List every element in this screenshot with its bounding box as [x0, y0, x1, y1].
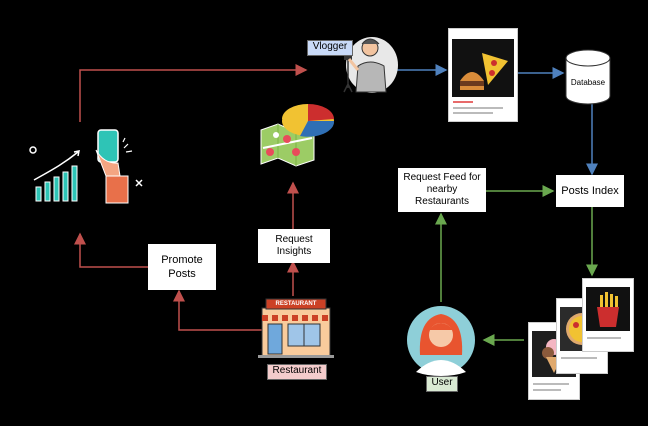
arrow-restaurant-to-promote — [173, 289, 262, 331]
like-bar — [453, 101, 473, 103]
analytics-icon — [29, 129, 143, 204]
vlogger-post-card — [448, 28, 518, 122]
restaurant-building-icon — [258, 298, 334, 358]
caption-line — [453, 112, 493, 114]
restaurant-sign: RESTAURANT — [275, 301, 317, 307]
post-card-fries — [582, 278, 634, 352]
restaurant-label: Restaurant — [267, 364, 327, 380]
request-feed-box: Request Feed for nearby Restaurants — [398, 168, 486, 212]
vlogger-figure-icon — [343, 37, 398, 93]
caption-line — [533, 383, 569, 385]
arrow-promote-posts-to-analytics — [74, 232, 148, 268]
user-label: User — [426, 376, 458, 392]
arrow-promote-to-vlogger — [79, 64, 308, 122]
database-icon — [565, 49, 611, 105]
caption-line — [561, 357, 597, 359]
burger-pizza-icon — [460, 53, 508, 90]
caption-line — [453, 107, 503, 109]
fries-image — [586, 287, 630, 331]
promote-posts-box: Promote Posts — [148, 244, 216, 290]
fries-icon — [597, 292, 619, 327]
food-image — [452, 39, 514, 97]
map-pie-chart-icon — [260, 104, 335, 167]
database-label: Database — [570, 77, 606, 87]
caption-line — [533, 389, 561, 391]
user-avatar-icon — [407, 306, 475, 376]
posts-index-box: Posts Index — [556, 175, 624, 207]
vlogger-label: Vlogger — [307, 40, 353, 56]
request-insights-box: Request Insights — [258, 229, 330, 263]
caption-line — [587, 337, 621, 339]
